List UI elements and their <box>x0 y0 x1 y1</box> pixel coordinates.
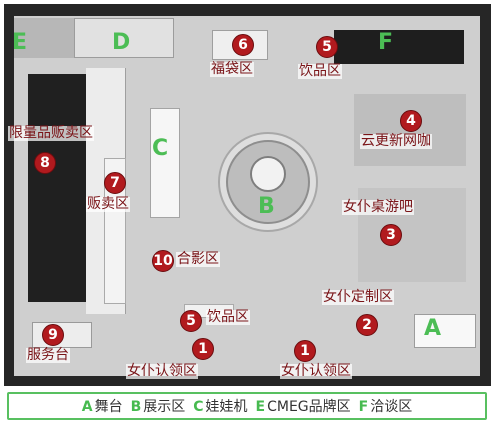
label-maid-claim-left: 女仆认领区 <box>126 363 198 380</box>
zone-letter-d: D <box>112 30 131 55</box>
label-limited-goods-zone: 限量品贩卖区 <box>8 125 94 142</box>
marker-7[interactable]: 7 <box>104 172 126 194</box>
label-board-game-bar: 女仆桌游吧 <box>342 199 414 216</box>
marker-8[interactable]: 8 <box>34 152 56 174</box>
label-drinks-zone-bottom: 饮品区 <box>206 309 250 326</box>
marker-5-bottom[interactable]: 5 <box>180 310 202 332</box>
label-maid-claim-right: 女仆认领区 <box>280 363 352 380</box>
claw-machines <box>150 108 180 218</box>
label-sales-zone: 贩卖区 <box>86 196 130 213</box>
marker-1-right[interactable]: 1 <box>294 340 316 362</box>
zone-letter-c: C <box>152 136 169 161</box>
label-service-desk: 服务台 <box>26 347 70 364</box>
floor-plan-map: E D F C B A 6 福袋区 5 饮品区 4 云更新网咖 限量品贩卖区 8… <box>4 4 491 386</box>
meeting-booths <box>334 30 464 64</box>
zone-d-area <box>74 18 174 58</box>
label-drinks-zone-top: 饮品区 <box>298 63 342 80</box>
marker-2[interactable]: 2 <box>356 314 378 336</box>
label-cloud-update-cafe: 云更新网咖 <box>360 133 432 150</box>
zone-letter-b: B <box>258 194 275 219</box>
marker-6[interactable]: 6 <box>232 34 254 56</box>
display-platform-core <box>250 156 286 192</box>
zone-letter-f: F <box>378 30 394 55</box>
zone-letter-a: A <box>424 316 442 341</box>
stage-area <box>414 314 476 348</box>
marker-10[interactable]: 10 <box>152 250 174 272</box>
marker-5-top[interactable]: 5 <box>316 36 338 58</box>
label-custom-zone: 女仆定制区 <box>322 289 394 306</box>
label-lucky-bag-zone: 福袋区 <box>210 61 254 78</box>
sale-shelf <box>104 158 126 304</box>
limited-goods-shelf <box>28 74 86 302</box>
zone-letter-e: E <box>12 30 28 55</box>
marker-3[interactable]: 3 <box>380 224 402 246</box>
marker-4[interactable]: 4 <box>400 110 422 132</box>
marker-1-left[interactable]: 1 <box>192 338 214 360</box>
label-photo-zone: 合影区 <box>176 251 220 268</box>
marker-9[interactable]: 9 <box>42 324 64 346</box>
zone-e-area <box>14 18 74 58</box>
